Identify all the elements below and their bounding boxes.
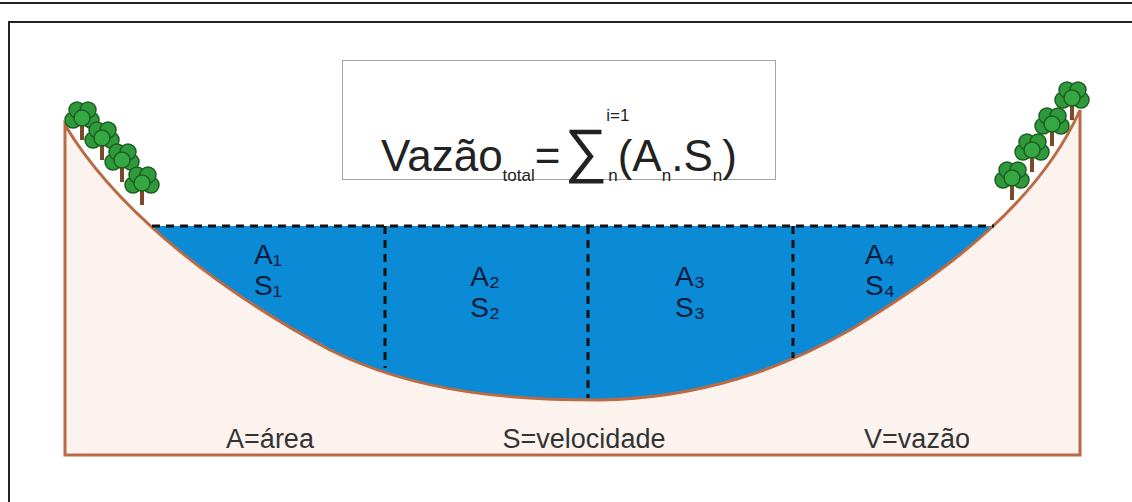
formula-symbol: =: [535, 131, 561, 181]
area-label: A₄: [857, 240, 904, 271]
velocity-label: S₂: [462, 293, 508, 324]
sum-upper-limit: i=1: [606, 106, 629, 126]
legend-definition: V=vazão: [864, 424, 970, 455]
area-label: A₃: [667, 262, 714, 293]
formula-symbol: ): [722, 131, 737, 181]
velocity-label: S₄: [857, 271, 904, 302]
sum-symbol: ∑: [564, 116, 607, 185]
trees-left: [65, 102, 159, 205]
legend-definition: S=velocidade: [503, 424, 666, 455]
frame-line: [0, 2, 1132, 4]
legend-definition: A=área: [226, 424, 314, 455]
formula-term: Vazão: [381, 131, 503, 181]
sum-limits: i=1n: [608, 156, 617, 176]
velocity-label: S₃: [667, 293, 714, 324]
formula-line: Vazãototal=∑i=1n(An.Sn): [343, 116, 775, 176]
area-label: A₁: [246, 240, 291, 271]
section-divider: [587, 226, 590, 398]
formula-subscript: n: [662, 166, 671, 186]
velocity-label: S₁: [246, 271, 291, 302]
section-divider: [384, 226, 387, 368]
water-surface: [152, 225, 994, 228]
river-bed: [65, 110, 1080, 455]
flow-section: A₁S₁: [246, 240, 291, 302]
sum-index: n: [608, 166, 617, 186]
formula-subscript: n: [713, 166, 722, 186]
flow-section: A₃S₃: [667, 262, 714, 324]
formula-box: Vazãototal=∑i=1n(An.Sn): [342, 60, 776, 180]
flow-section: A₄S₄: [857, 240, 904, 302]
flow-section: A₂S₂: [462, 262, 508, 324]
trees-right: [995, 82, 1089, 200]
formula-term: (A: [618, 131, 662, 181]
formula-subscript: total: [503, 166, 535, 186]
area-label: A₂: [462, 262, 508, 293]
formula-term: .S: [671, 131, 713, 181]
section-divider: [792, 226, 795, 358]
